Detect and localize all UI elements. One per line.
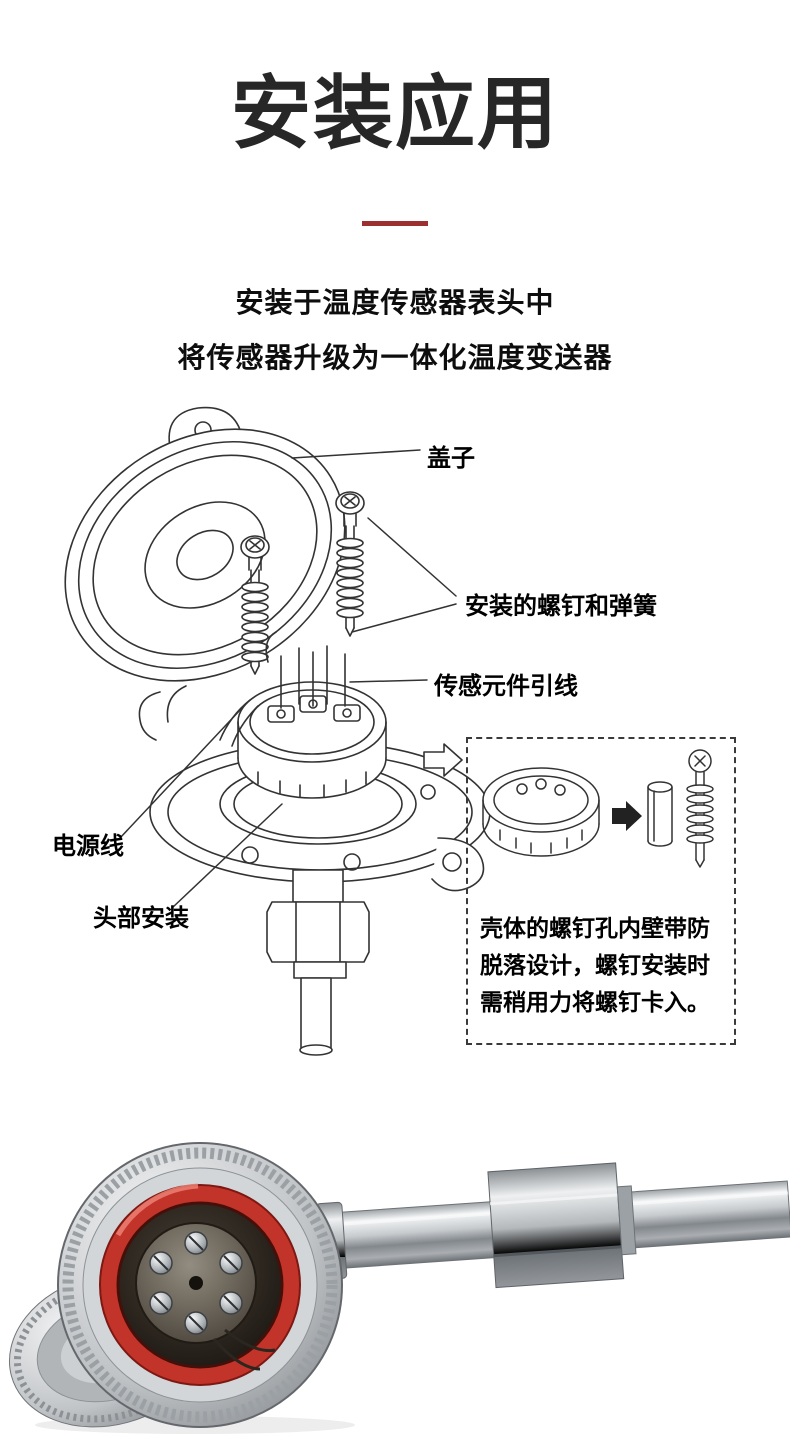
page-title: 安装应用 bbox=[231, 69, 559, 158]
probe-shaft bbox=[297, 1162, 790, 1289]
product-photo-icon bbox=[8, 1142, 790, 1434]
exploded-view-drawing-icon bbox=[64, 406, 491, 1056]
installation-diagram-section: 盖子 安装的螺钉和弹簧 传感元件引线 电源线 头部安装 bbox=[0, 400, 790, 1100]
screw-and-spring-right bbox=[335, 491, 365, 637]
sensor-lead-pins bbox=[265, 631, 346, 709]
transmitter-module bbox=[237, 681, 387, 799]
connection-head bbox=[57, 1142, 343, 1428]
product-photo-section bbox=[0, 1125, 790, 1435]
label-cover: 盖子 bbox=[427, 446, 475, 472]
knurled-ring bbox=[62, 1147, 338, 1423]
title-divider bbox=[362, 221, 428, 226]
label-head-mounting: 头部安装 bbox=[93, 906, 189, 932]
screw-note-box: 壳体的螺钉孔内壁带防 脱落设计，螺钉安装时 需稍用力将螺钉卡入。 bbox=[466, 737, 736, 1045]
leader-lines bbox=[119, 449, 457, 909]
terminal-module bbox=[135, 1222, 276, 1371]
cover-lid bbox=[64, 428, 346, 682]
hex-nut bbox=[487, 1162, 625, 1289]
subtitle-line-1: 安装于温度传感器表头中 bbox=[235, 288, 555, 319]
note-inset-drawing-icon bbox=[482, 749, 714, 868]
hinge bbox=[138, 685, 187, 741]
module-wires bbox=[212, 1328, 276, 1371]
label-sensor-element-leads: 传感元件引线 bbox=[434, 674, 578, 700]
arrow-to-note-icon bbox=[423, 743, 463, 777]
label-power-wire: 电源线 bbox=[52, 834, 124, 860]
label-screws-and-springs: 安装的螺钉和弹簧 bbox=[465, 594, 657, 620]
screw-and-spring-left bbox=[240, 535, 270, 675]
nut-chamfer bbox=[616, 1185, 637, 1256]
screw-slots bbox=[153, 1235, 239, 1331]
process-connection-and-probe bbox=[266, 869, 370, 1056]
note-text: 壳体的螺钉孔内壁带防 脱落设计，螺钉安装时 需稍用力将螺钉卡入。 bbox=[480, 916, 710, 1015]
subtitle-line-2: 将传感器升级为一体化温度变送器 bbox=[177, 343, 613, 374]
